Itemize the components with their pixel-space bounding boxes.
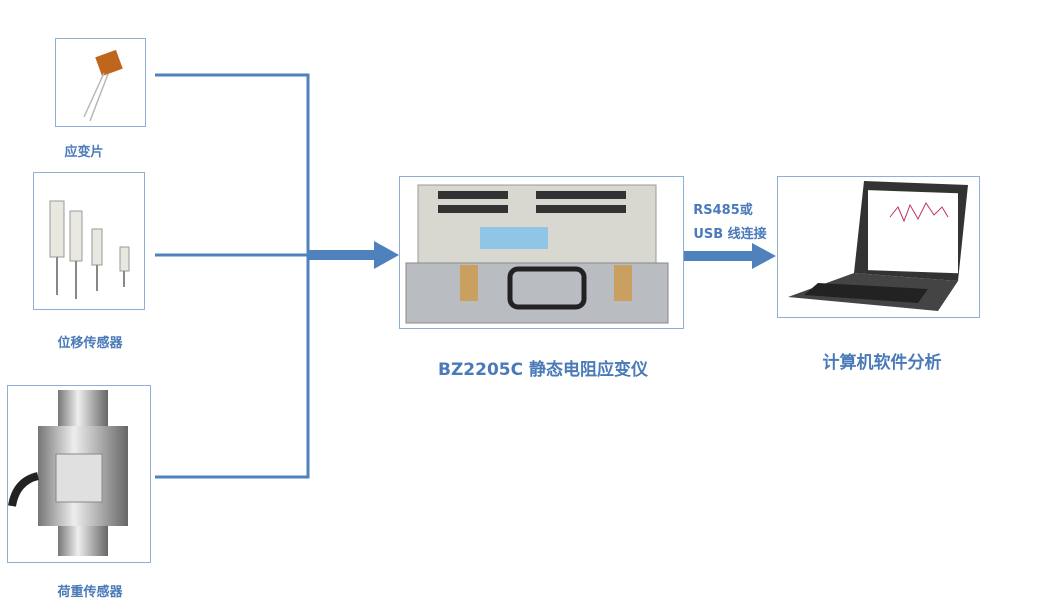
arrow-to-computer [684,243,776,269]
connector-line-bus [155,73,310,479]
computer-label: 计算机软件分析 [822,353,942,373]
strain-meter-image [399,176,684,329]
connection-label-line2: USB 线连接 [693,227,767,242]
load-cell-label: 荷重传感器 [57,585,123,600]
connection-label-line1: RS485或 [693,203,753,218]
displacement-sensor-image [33,172,145,310]
strain-gauge-image [55,38,146,127]
device-label: BZ2205C 静态电阻应变仪 [438,360,648,380]
arrow-to-device [308,241,399,269]
load-cell-image [7,385,151,563]
laptop-image [777,176,980,318]
strain-gauge-label: 应变片 [64,145,104,160]
displacement-sensor-label: 位移传感器 [57,336,123,351]
